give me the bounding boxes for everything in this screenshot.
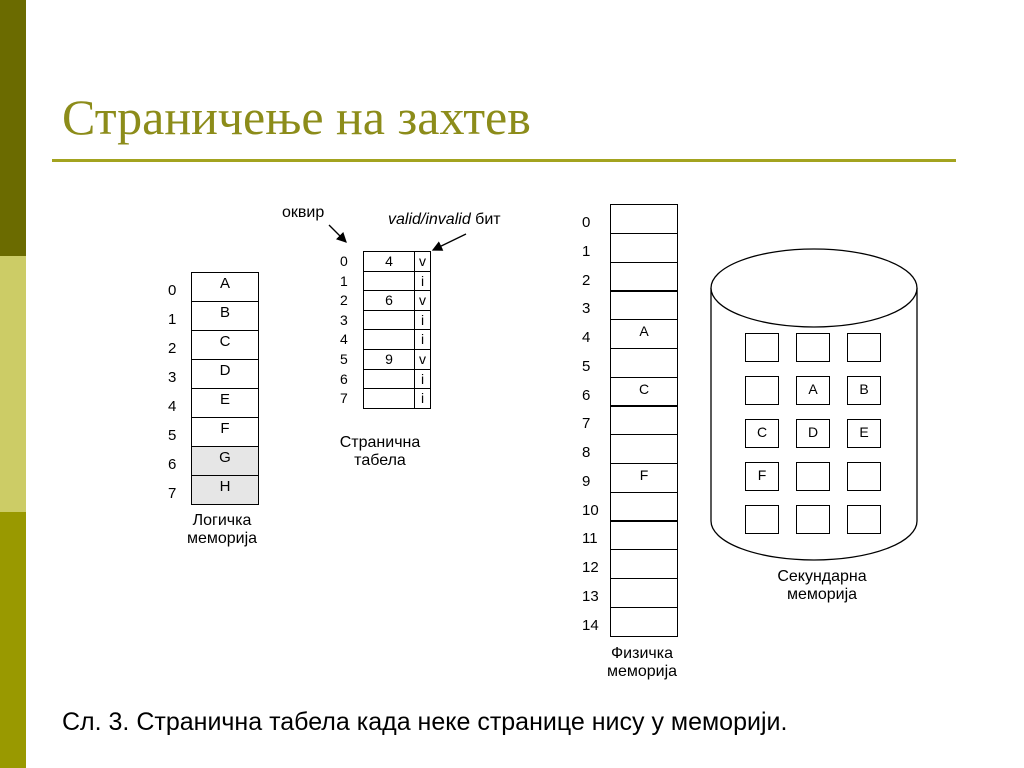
page-table-index: 7 (340, 390, 348, 406)
secondary-memory-label: Секундарна меморија (752, 568, 892, 604)
logical-page-cell: G (191, 446, 259, 476)
physical-frame-index: 3 (582, 300, 591, 317)
logical-page-index: 6 (168, 456, 177, 473)
logical-page-index: 0 (168, 282, 177, 299)
accent-bar-bottom (0, 512, 26, 768)
secondary-block (745, 376, 779, 405)
logical-page-index: 3 (168, 369, 177, 386)
physical-frame-index: 5 (582, 358, 591, 375)
physical-memory-label-line1: Физичка (611, 645, 673, 662)
accent-bar-middle (0, 256, 26, 512)
secondary-block (745, 333, 779, 362)
page-table-bit-cell: i (414, 271, 431, 292)
secondary-block: D (796, 419, 830, 448)
logical-page-cell: D (191, 359, 259, 389)
secondary-block: C (745, 419, 779, 448)
physical-frame-index: 9 (582, 473, 591, 490)
secondary-memory-label-line1: Секундарна (777, 568, 867, 585)
physical-memory-label: Физичка меморија (582, 645, 702, 681)
slide-title: Страничење на захтев (62, 89, 531, 145)
physical-frame-index: 7 (582, 415, 591, 432)
valid-invalid-label-italic: valid/invalid (388, 211, 471, 228)
physical-frame-index: 12 (582, 559, 599, 576)
physical-frame-index: 11 (582, 530, 598, 547)
page-table-label: Странична табела (322, 434, 438, 470)
logical-page-index: 2 (168, 340, 177, 357)
page-table-bit-cell: i (414, 329, 431, 350)
page-table-bit-cell: i (414, 310, 431, 331)
logical-page-cell: C (191, 330, 259, 360)
physical-frame-index: 14 (582, 617, 599, 634)
physical-frame-index: 1 (582, 243, 591, 260)
secondary-block: F (745, 462, 779, 491)
physical-frame-index: 0 (582, 214, 591, 231)
physical-frame-index: 4 (582, 329, 591, 346)
physical-frame-index: 13 (582, 588, 599, 605)
page-table-index: 2 (340, 292, 348, 308)
logical-page-cell: H (191, 475, 259, 505)
physical-frame-index: 10 (582, 502, 599, 519)
physical-frame-cell (610, 492, 678, 522)
valid-bit-arrow (431, 233, 467, 251)
secondary-block (796, 333, 830, 362)
logical-page-cell: F (191, 417, 259, 447)
page-table-index: 5 (340, 351, 348, 367)
logical-page-index: 5 (168, 427, 177, 444)
page-table-index: 1 (340, 273, 348, 289)
page-table-bit-cell: i (414, 388, 431, 409)
logical-memory-label-line1: Логичка (192, 512, 252, 529)
secondary-block (796, 462, 830, 491)
physical-frame-cell: C (610, 377, 678, 407)
page-table-index: 6 (340, 371, 348, 387)
logical-memory-label: Логичка меморија (164, 512, 280, 548)
logical-page-index: 7 (168, 485, 177, 502)
logical-page-index: 1 (168, 311, 177, 328)
frame-arrow (328, 224, 347, 243)
frame-label: оквир (282, 204, 325, 221)
secondary-block (847, 505, 881, 534)
page-table-index: 4 (340, 331, 348, 347)
page-table-label-line1: Странична (339, 434, 421, 451)
secondary-memory-label-line2: меморија (786, 586, 858, 603)
page-table-bit-cell: v (414, 349, 431, 370)
physical-memory-label-line2: меморија (606, 663, 678, 680)
secondary-block (847, 462, 881, 491)
physical-frame-index: 8 (582, 444, 591, 461)
valid-invalid-label-rest: бит (470, 211, 501, 228)
page-table-index: 3 (340, 312, 348, 328)
secondary-block: A (796, 376, 830, 405)
physical-frame-index: 2 (582, 272, 591, 289)
page-table-index: 0 (340, 253, 348, 269)
accent-bar-top (0, 0, 26, 256)
secondary-block (796, 505, 830, 534)
physical-frame-index: 6 (582, 387, 591, 404)
title-underline (52, 159, 956, 162)
secondary-block (847, 333, 881, 362)
physical-frame-cell (610, 607, 678, 637)
logical-memory-label-line2: меморија (186, 530, 258, 547)
physical-frame-cell (610, 262, 678, 292)
secondary-block (745, 505, 779, 534)
figure-caption: Сл. 3. Странична табела када неке страни… (62, 708, 788, 736)
page-table-label-line2: табела (354, 452, 406, 469)
valid-invalid-label: valid/invalid бит (388, 211, 501, 229)
logical-page-index: 4 (168, 398, 177, 415)
secondary-block: E (847, 419, 881, 448)
secondary-block: B (847, 376, 881, 405)
